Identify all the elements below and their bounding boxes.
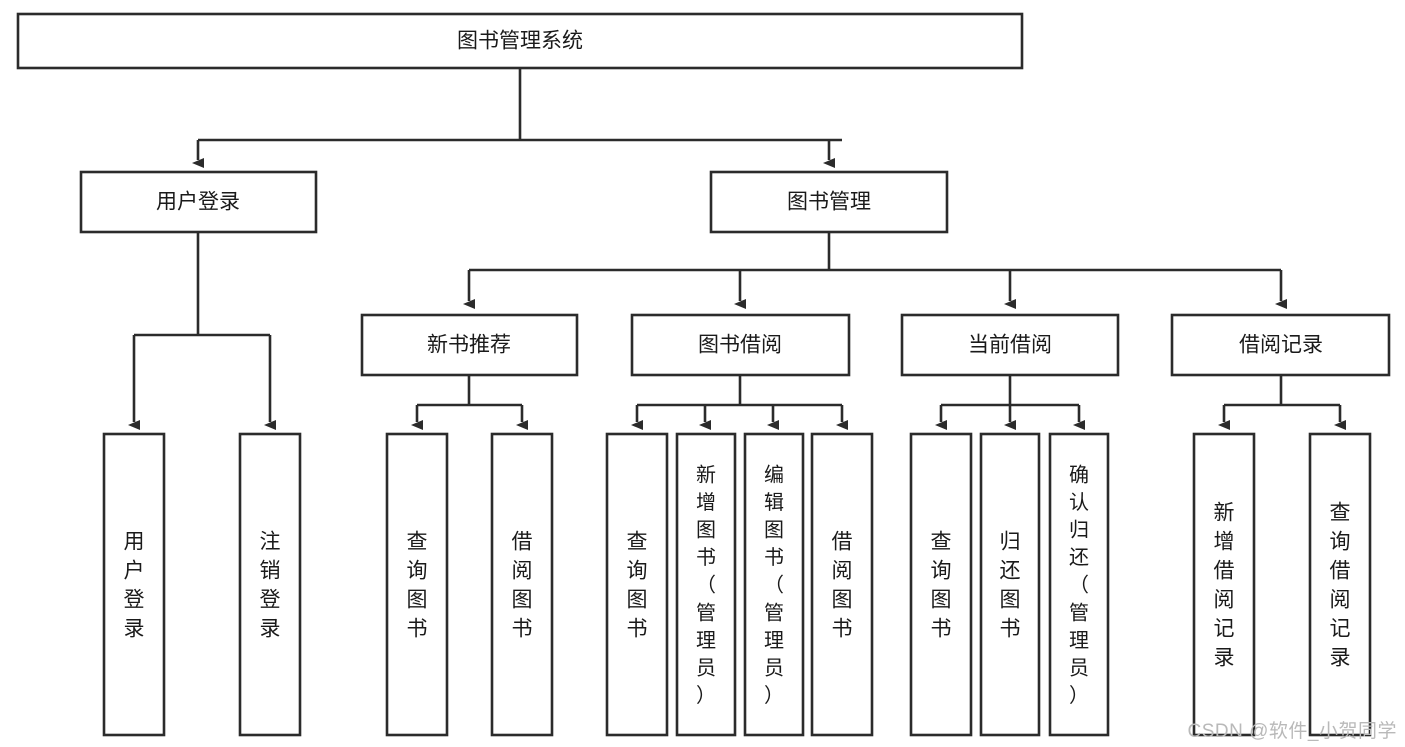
node-leaf-query-book-1[interactable]: 查询图书 (385, 432, 449, 737)
watermark-text: CSDN @软件_小贺同学 (1187, 721, 1397, 742)
edges-layer (128, 68, 1346, 430)
node-login[interactable]: 用户登录 (79, 170, 318, 234)
node-leaf-edit-book-box[interactable] (743, 432, 805, 737)
node-leaf-add-record-box[interactable] (1192, 432, 1256, 737)
node-current-box[interactable] (900, 313, 1120, 377)
node-leaf-edit-book-label: 编辑图书（管理员） (764, 463, 784, 707)
node-leaf-add-book-box[interactable] (675, 432, 737, 737)
node-leaf-query-book-2[interactable]: 查询图书 (605, 432, 669, 737)
node-leaf-user-login-box[interactable] (102, 432, 166, 737)
node-leaf-user-login-label: 用户登录 (124, 531, 145, 641)
node-records-box[interactable] (1170, 313, 1391, 377)
node-leaf-query-record-label: 查询借阅记录 (1330, 502, 1351, 670)
node-leaf-add-record[interactable]: 新增借阅记录 (1192, 432, 1256, 737)
node-bookmgmt-label: 图书管理 (787, 191, 871, 214)
node-leaf-query-book-3-label: 查询图书 (931, 531, 952, 641)
node-bookmgmt-box[interactable] (709, 170, 949, 234)
node-leaf-confirm-return[interactable]: 确认归还（管理员） (1048, 432, 1110, 737)
node-leaf-query-record-box[interactable] (1308, 432, 1372, 737)
node-leaf-borrow-book-2-label: 借阅图书 (832, 531, 853, 641)
node-bookmgmt[interactable]: 图书管理 (709, 170, 949, 234)
node-leaf-query-book-1-label: 查询图书 (407, 531, 428, 641)
node-leaf-add-book[interactable]: 新增图书（管理员） (675, 432, 737, 737)
node-current-label: 当前借阅 (968, 334, 1052, 357)
node-leaf-query-book-3[interactable]: 查询图书 (909, 432, 973, 737)
node-newbook-label: 新书推荐 (427, 334, 511, 357)
node-newbook[interactable]: 新书推荐 (360, 313, 579, 377)
node-leaf-query-book-2-label: 查询图书 (627, 531, 648, 641)
node-leaf-return-book-box[interactable] (979, 432, 1041, 737)
node-borrow-label: 图书借阅 (698, 334, 782, 357)
node-borrow-box[interactable] (630, 313, 851, 377)
node-leaf-edit-book[interactable]: 编辑图书（管理员） (743, 432, 805, 737)
node-leaf-add-record-label: 新增借阅记录 (1214, 502, 1235, 670)
node-leaf-confirm-return-label: 确认归还（管理员） (1069, 463, 1089, 707)
node-root-box[interactable] (16, 12, 1024, 70)
node-login-label: 用户登录 (156, 191, 240, 214)
node-leaf-return-book[interactable]: 归还图书 (979, 432, 1041, 737)
node-records[interactable]: 借阅记录 (1170, 313, 1391, 377)
node-leaf-confirm-return-box[interactable] (1048, 432, 1110, 737)
node-leaf-logout-label: 注销登录 (260, 531, 281, 641)
node-root-label: 图书管理系统 (457, 30, 583, 53)
node-leaf-logout[interactable]: 注销登录 (238, 432, 302, 737)
node-leaf-user-login[interactable]: 用户登录 (102, 432, 166, 737)
node-leaf-return-book-label: 归还图书 (1000, 531, 1021, 641)
node-leaf-borrow-book-2[interactable]: 借阅图书 (810, 432, 874, 737)
node-leaf-query-record[interactable]: 查询借阅记录 (1308, 432, 1372, 737)
node-leaf-borrow-book-1-box[interactable] (490, 432, 554, 737)
node-leaf-add-book-label: 新增图书（管理员） (696, 463, 716, 707)
node-leaf-borrow-book-1[interactable]: 借阅图书 (490, 432, 554, 737)
node-current[interactable]: 当前借阅 (900, 313, 1120, 377)
node-leaf-query-book-1-box[interactable] (385, 432, 449, 737)
node-login-box[interactable] (79, 170, 318, 234)
node-newbook-box[interactable] (360, 313, 579, 377)
node-leaf-borrow-book-1-label: 借阅图书 (512, 531, 533, 641)
node-leaf-borrow-book-2-box[interactable] (810, 432, 874, 737)
node-leaf-query-book-3-box[interactable] (909, 432, 973, 737)
node-records-label: 借阅记录 (1239, 334, 1323, 357)
node-leaf-logout-box[interactable] (238, 432, 302, 737)
node-leaf-query-book-2-box[interactable] (605, 432, 669, 737)
node-root[interactable]: 图书管理系统 (16, 12, 1024, 70)
node-borrow[interactable]: 图书借阅 (630, 313, 851, 377)
